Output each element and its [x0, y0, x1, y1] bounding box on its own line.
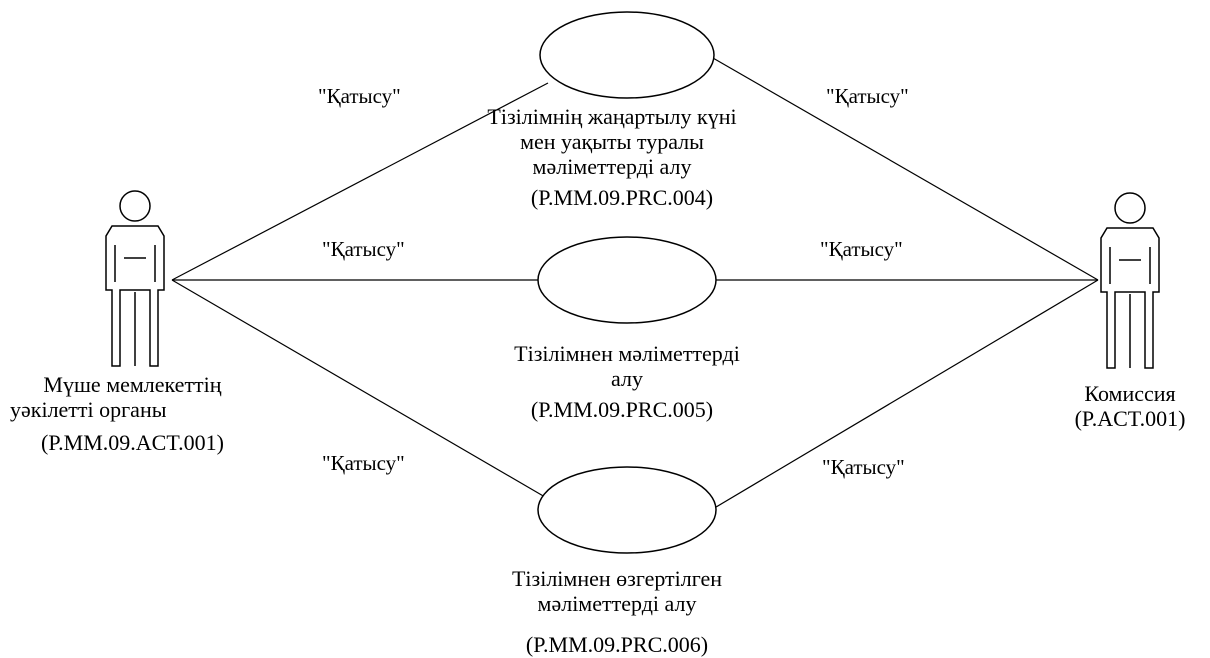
- use-case-2-label: Тізілімнен мәліметтерді алу (P.MM.09.PRC…: [467, 341, 787, 422]
- use-case-2-code: (P.MM.09.PRC.005): [530, 397, 714, 422]
- relation-label-left-uc2: "Қатысу": [322, 237, 405, 261]
- actor-right-icon: [1100, 192, 1160, 369]
- actor-right-name: Комиссия: [1084, 381, 1176, 406]
- actor-left-code: (P.MM.09.ACT.001): [41, 430, 224, 455]
- actor-right-code: (P.ACT.001): [1074, 406, 1186, 431]
- use-case-2-line-2: алу: [611, 366, 643, 391]
- use-case-ellipse-1: [539, 11, 715, 99]
- use-case-3-line-1: Тізілімнен өзгертілген: [511, 566, 723, 591]
- relation-label-left-uc1: "Қатысу": [318, 84, 401, 108]
- relation-label-left-uc3: "Қатысу": [322, 451, 405, 475]
- association-right-uc3: [705, 279, 1099, 514]
- use-case-1-line-3: мәліметтерді алу: [532, 154, 692, 179]
- association-right-uc1: [705, 53, 1099, 281]
- association-left-uc1: [171, 82, 549, 281]
- use-case-1-label: Тізілімнің жаңартылу күні мен уақыты тур…: [452, 104, 772, 210]
- actor-left-name-line-2: уәкілетті органы: [10, 397, 167, 422]
- use-case-3-label: Тізілімнен өзгертілген мәліметтерді алу …: [457, 566, 777, 657]
- actor-left-label: Мүше мемлекеттің уәкілетті органы (P.MM.…: [0, 372, 265, 455]
- relation-label-right-uc1: "Қатысу": [826, 84, 909, 108]
- use-case-1-line-1: Тізілімнің жаңартылу күні: [487, 104, 737, 129]
- relation-label-right-uc3: "Қатысу": [822, 455, 905, 479]
- use-case-2-line-1: Тізілімнен мәліметтерді: [514, 341, 740, 366]
- relation-label-right-uc2: "Қатысу": [820, 237, 903, 261]
- actor-left-name-line-1: Мүше мемлекеттің: [43, 372, 222, 397]
- use-case-1-line-2: мен уақыты туралы: [520, 129, 704, 154]
- use-case-3-code: (P.MM.09.PRC.006): [525, 632, 709, 657]
- use-case-3-line-2: мәліметтерді алу: [537, 591, 697, 616]
- association-left-uc3: [171, 279, 546, 498]
- use-case-1-code: (P.MM.09.PRC.004): [530, 185, 714, 210]
- actor-right-label: Комиссия (P.ACT.001): [1050, 381, 1210, 431]
- use-case-ellipse-2: [537, 236, 717, 324]
- use-case-ellipse-3: [537, 466, 717, 554]
- actor-left-icon: [105, 190, 165, 367]
